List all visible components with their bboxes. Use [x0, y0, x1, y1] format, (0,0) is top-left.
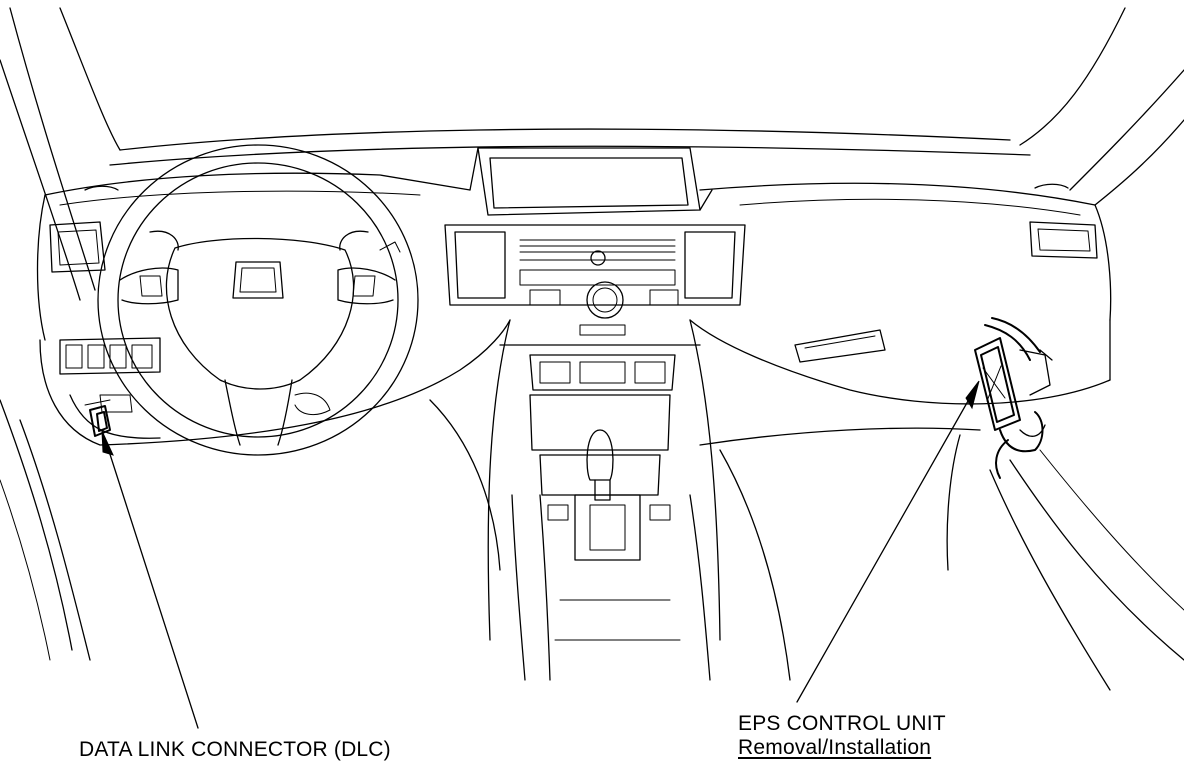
center-console [488, 320, 720, 680]
eps-control-unit-shape [975, 318, 1052, 478]
right-a-pillar [990, 8, 1184, 690]
eps-callout-label: EPS CONTROL UNIT [738, 712, 946, 735]
left-side-vent [50, 222, 105, 272]
left-switch-panel [60, 338, 160, 438]
steering-wheel [98, 145, 418, 455]
eps-removal-installation-link[interactable]: Removal/Installation [738, 736, 932, 759]
eps-leader-line [797, 381, 979, 702]
seat-outlines [430, 400, 790, 680]
dlc-leader-line [102, 431, 198, 728]
dashboard-top [38, 129, 1111, 340]
right-side-vent [1030, 222, 1097, 258]
dlc-callout-label: DATA LINK CONNECTOR (DLC) [79, 738, 391, 761]
eps-callout: EPS CONTROL UNIT Removal/Installation [738, 712, 946, 760]
left-a-pillar [0, 8, 120, 660]
center-stack [445, 225, 745, 390]
dlc-connector-shape [85, 400, 110, 436]
lower-dash [40, 320, 1110, 570]
navigation-display [470, 148, 712, 215]
